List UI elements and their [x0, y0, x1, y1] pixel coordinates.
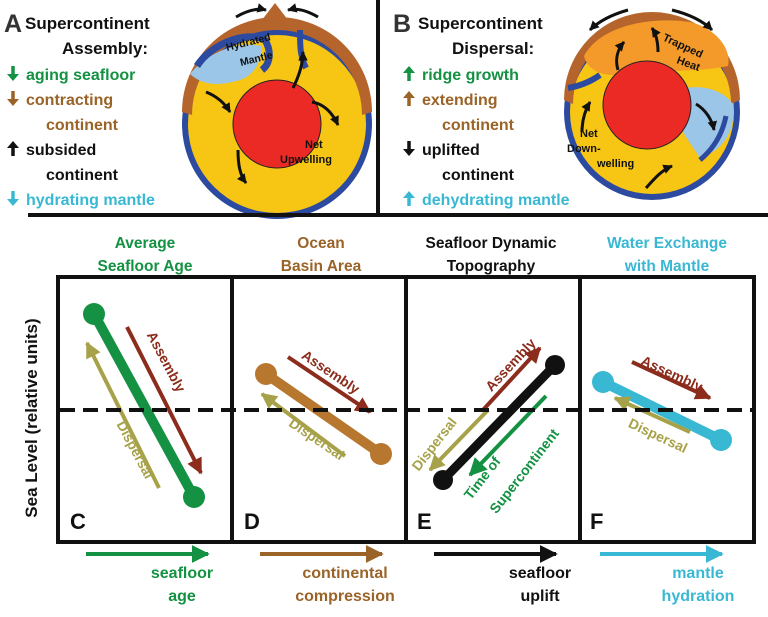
column-header-3-line2: with Mantle — [624, 258, 710, 275]
earth-a-label-net: Net — [305, 139, 323, 151]
panel-d-bar-start — [255, 363, 277, 385]
column-header-2-line2: Topography — [447, 258, 536, 275]
panel-c: Assembly Dispersal C — [70, 303, 205, 534]
panel-f-bar-end — [710, 429, 732, 451]
axis-label-2-line2: uplift — [520, 588, 560, 605]
panel-b-item-5: dehydrating mantle — [422, 192, 570, 209]
panel-a-item-2: continent — [46, 117, 119, 134]
panel-e-bar-end — [545, 355, 565, 375]
panel-e-assembly-arrow — [481, 346, 542, 412]
panel-f-bar-start — [592, 371, 614, 393]
panel-c-letter: C — [70, 509, 86, 534]
panel-a-title-line2: Assembly: — [62, 39, 148, 58]
panel-d-bar-end — [370, 443, 392, 465]
earth-b-label-net: Net — [580, 128, 598, 140]
panel-b-arrow-up-icon-0 — [403, 66, 415, 81]
panel-b-item-2: continent — [442, 117, 515, 134]
panel-a-arrow-down-icon-0 — [7, 66, 19, 81]
axis-label-2-line1: seafloor — [509, 565, 571, 582]
column-header-3-line1: Water Exchange — [607, 235, 727, 252]
panel-d: Assembly Dispersal D — [244, 347, 392, 534]
panel-d-assembly-arrow — [286, 355, 372, 414]
panel-b-arrow-down-icon-3 — [403, 141, 415, 156]
panel-b-item-3: uplifted — [422, 142, 480, 159]
panel-a-item-5: hydrating mantle — [26, 192, 155, 209]
panel-a-title-line1: Supercontinent — [25, 14, 150, 33]
panel-a-letter: A — [4, 10, 22, 38]
panel-e-letter: E — [417, 509, 432, 534]
panel-e-bar — [438, 360, 560, 485]
y-axis-label: Sea Level (relative units) — [22, 318, 41, 517]
panel-a: A Supercontinent Assembly: aging seafloo… — [4, 3, 372, 219]
panel-f-letter: F — [590, 509, 603, 534]
panel-a-arrow-up-icon-3 — [7, 141, 19, 156]
panel-b-item-4: continent — [442, 167, 515, 184]
axis-label-1-line1: continental — [302, 565, 387, 582]
panel-b-arrow-up-icon-1 — [403, 91, 415, 106]
bottom-axis-labels: seafloor age continental compression seafloo… — [86, 545, 735, 605]
panel-a-items: aging seafloor contracting continent subsid… — [7, 66, 155, 209]
panel-f: Assembly Dispersal F — [590, 352, 732, 534]
panel-c-bar — [89, 309, 199, 502]
axis-label-3-line2: hydration — [662, 588, 735, 605]
panel-a-arrow-down-icon-5 — [7, 191, 19, 206]
divider-vertical — [376, 0, 380, 213]
divider-horizontal — [28, 213, 768, 217]
panel-a-arrow-down-icon-1 — [7, 91, 19, 106]
panel-b-item-0: ridge growth — [422, 67, 519, 84]
earth-b-label-welling: welling — [596, 158, 634, 170]
panel-b-title-line1: Supercontinent — [418, 14, 543, 33]
panel-a-item-1: contracting — [26, 92, 113, 109]
column-header-1-line1: Ocean — [297, 235, 344, 252]
earth-a: Hydrated Mantle Net Upwelling — [182, 3, 372, 219]
axis-label-1-line2: compression — [295, 588, 395, 605]
panel-b-items: ridge growth extending continent uplifted co… — [403, 66, 570, 209]
panel-b: B Supercontinent Dispersal: ridge growth… — [393, 8, 740, 209]
panel-a-item-0: aging seafloor — [26, 67, 135, 84]
panel-d-dispersal-arrow — [260, 392, 347, 458]
panel-e-dispersal-arrow — [428, 408, 490, 472]
panel-f-assembly-arrow — [631, 360, 712, 400]
panel-b-item-1: extending — [422, 92, 498, 109]
panel-b-letter: B — [393, 10, 411, 38]
axis-label-3-line1: mantle — [672, 565, 724, 582]
earth-b: Trapped Heat Net Down- welling — [564, 8, 740, 200]
panel-c-assembly-arrow — [125, 326, 203, 475]
panel-d-bar — [261, 369, 386, 459]
panel-e: Assembly Dispersal Time of Supercontinen… — [408, 335, 565, 534]
panel-a-item-4: continent — [46, 167, 119, 184]
column-header-2-line1: Seafloor Dynamic — [426, 235, 557, 252]
panel-b-title-line2: Dispersal: — [452, 39, 534, 58]
axis-label-0-line1: seafloor — [151, 565, 213, 582]
panel-c-bar-start — [83, 303, 105, 325]
panel-d-letter: D — [244, 509, 260, 534]
panel-b-arrow-up-icon-5 — [403, 191, 415, 206]
panel-c-assembly-label: Assembly — [144, 329, 189, 395]
column-header-0-line1: Average — [115, 235, 176, 252]
column-header-0-line2: Seafloor Age — [97, 258, 192, 275]
earth-a-label-upwelling: Upwelling — [280, 154, 332, 166]
panel-c-bar-end — [183, 486, 205, 508]
panel-f-dispersal-arrow — [613, 396, 691, 434]
panels-c-to-f: Assembly Dispersal C Assembly Dispersal … — [70, 303, 732, 534]
earth-b-label-down: Down- — [567, 143, 601, 155]
axis-label-0-line2: age — [168, 588, 196, 605]
panel-c-dispersal-arrow — [85, 341, 161, 489]
column-header-1-line2: Basin Area — [281, 258, 362, 275]
panel-a-item-3: subsided — [26, 142, 96, 159]
panel-f-assembly-label: Assembly — [639, 352, 706, 395]
panel-e-bar-start — [433, 470, 453, 490]
